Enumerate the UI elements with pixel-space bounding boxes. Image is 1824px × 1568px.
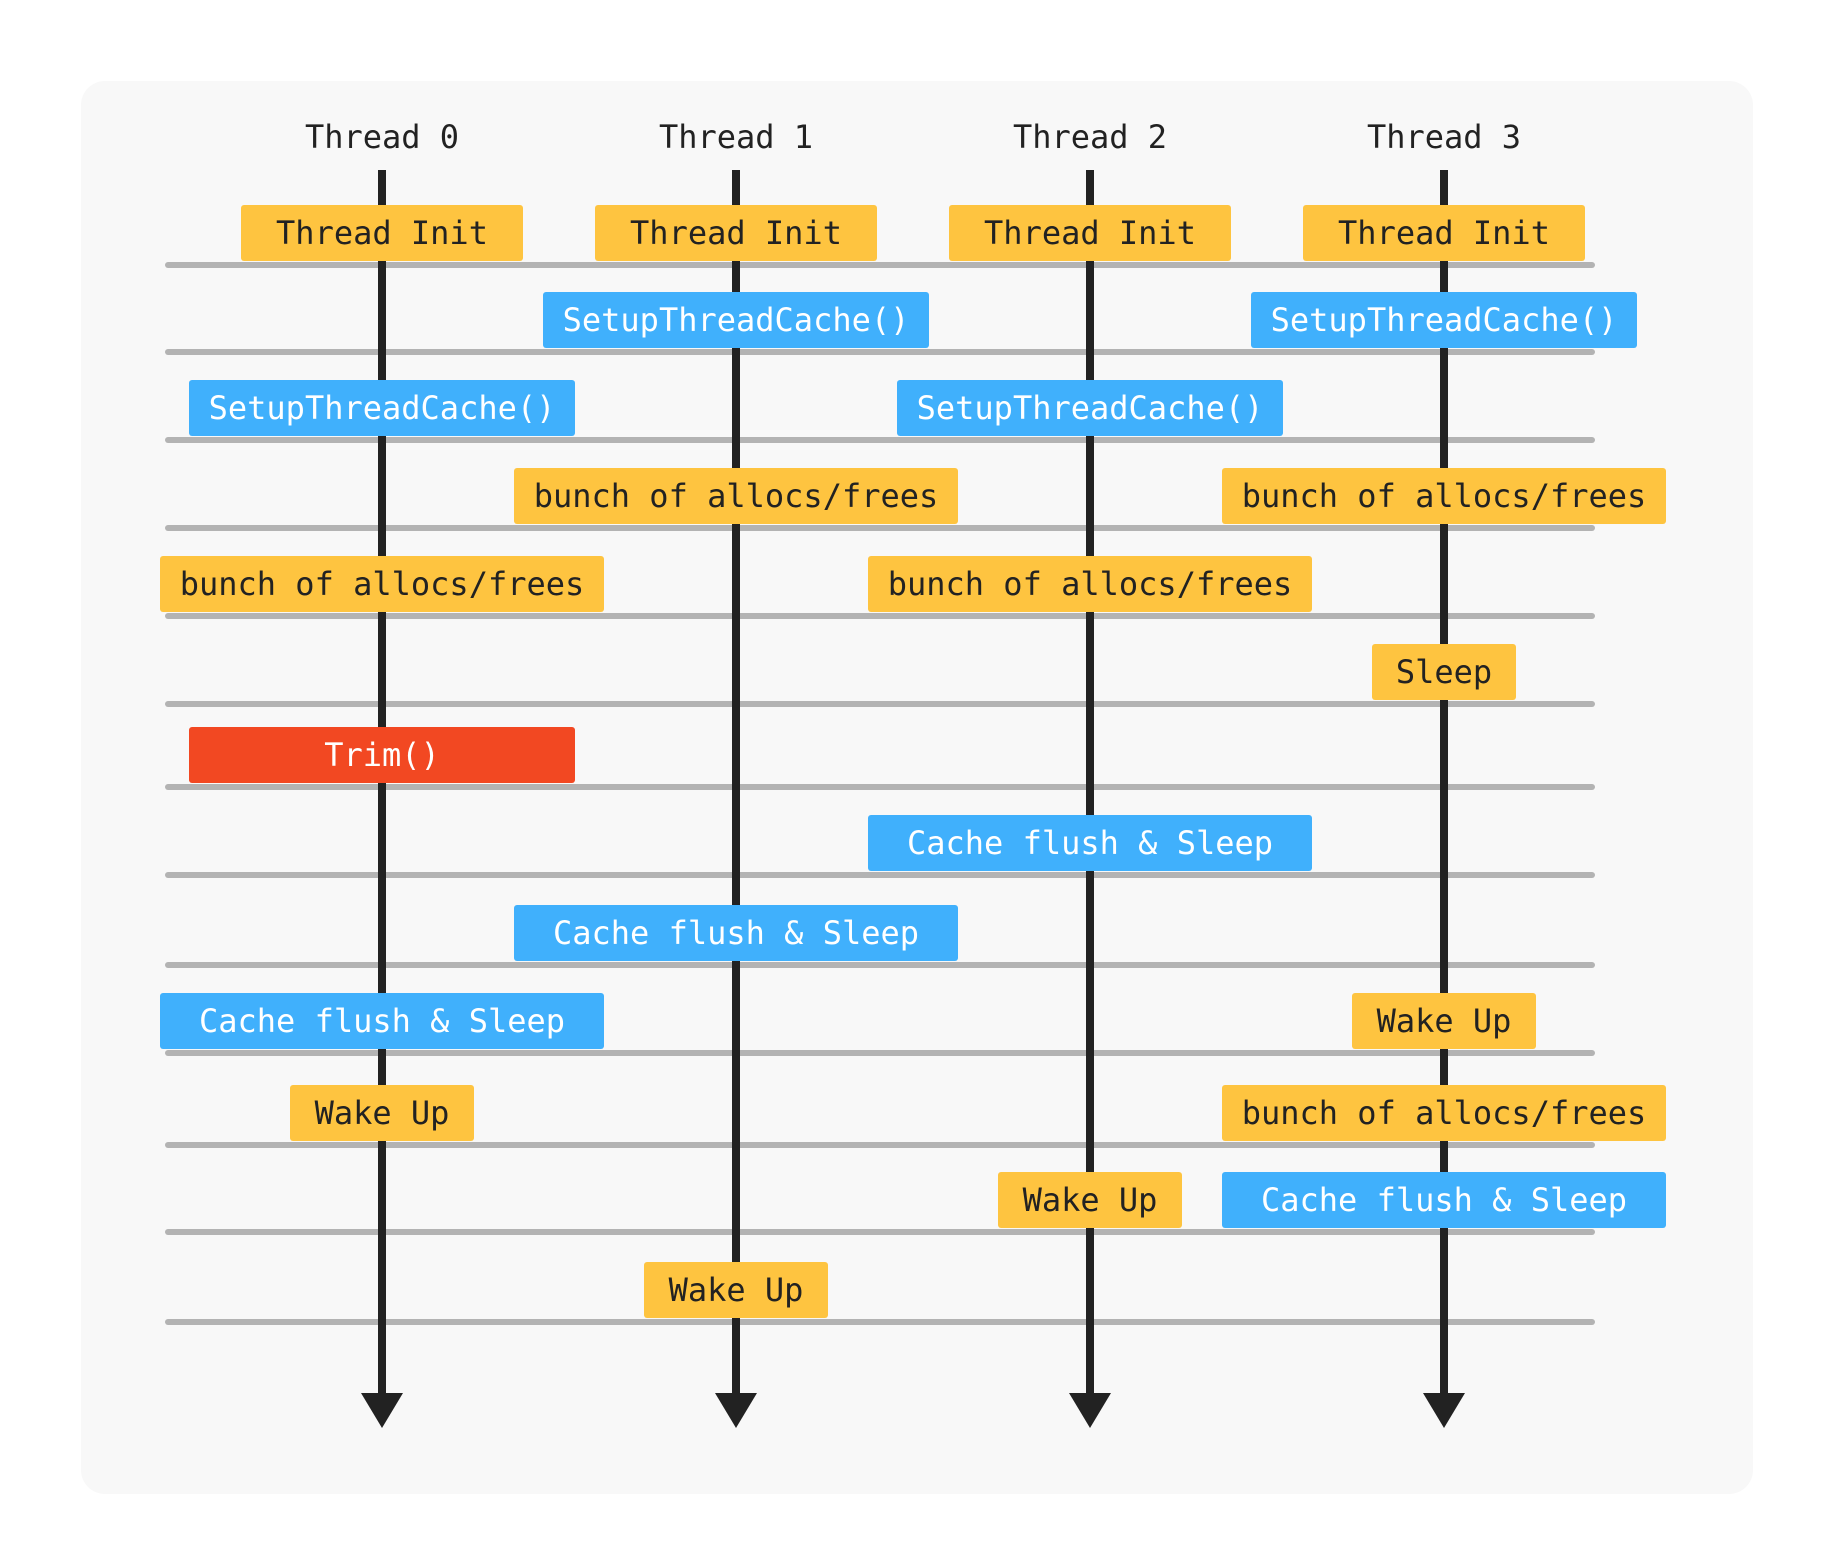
event-box: Cache flush & Sleep <box>160 993 604 1049</box>
event-box: Cache flush & Sleep <box>1222 1172 1666 1228</box>
event-box: SetupThreadCache() <box>897 380 1283 436</box>
event-box: Thread Init <box>1303 205 1585 261</box>
event-box: bunch of allocs/frees <box>1222 468 1666 524</box>
thread-header-0: Thread 0 <box>304 118 460 156</box>
event-box: Thread Init <box>241 205 523 261</box>
event-box: bunch of allocs/frees <box>514 468 958 524</box>
event-box: Wake Up <box>998 1172 1182 1228</box>
thread-header-2: Thread 2 <box>1012 118 1168 156</box>
event-box: bunch of allocs/frees <box>868 556 1312 612</box>
event-box: Cache flush & Sleep <box>514 905 958 961</box>
event-box: Thread Init <box>949 205 1231 261</box>
event-box: bunch of allocs/frees <box>160 556 604 612</box>
event-box: Wake Up <box>290 1085 474 1141</box>
timeline-arrow-1 <box>715 1393 757 1428</box>
timeline-arrow-0 <box>361 1393 403 1428</box>
event-box: Sleep <box>1372 644 1516 700</box>
event-box: bunch of allocs/frees <box>1222 1085 1666 1141</box>
timeline-arrow-3 <box>1423 1393 1465 1428</box>
thread-header-3: Thread 3 <box>1366 118 1522 156</box>
event-box: Wake Up <box>644 1262 828 1318</box>
event-box: SetupThreadCache() <box>189 380 575 436</box>
event-box: Cache flush & Sleep <box>868 815 1312 871</box>
event-box: Thread Init <box>595 205 877 261</box>
event-box: Trim() <box>189 727 575 783</box>
event-box: Wake Up <box>1352 993 1536 1049</box>
thread-header-1: Thread 1 <box>658 118 814 156</box>
timeline-arrow-2 <box>1069 1393 1111 1428</box>
event-box: SetupThreadCache() <box>543 292 929 348</box>
event-box: SetupThreadCache() <box>1251 292 1637 348</box>
